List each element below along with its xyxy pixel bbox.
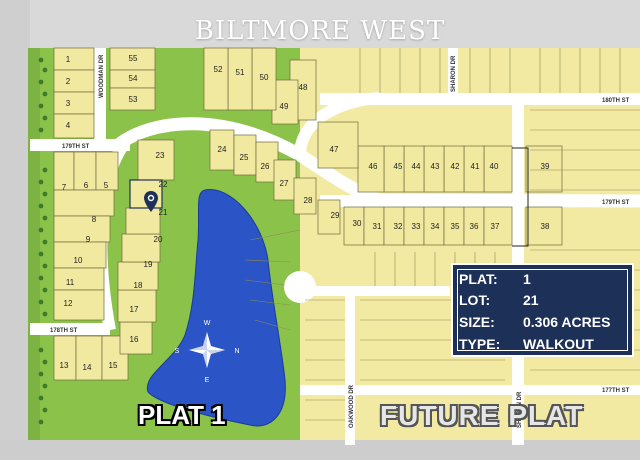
lot-17-label[interactable]: 17 (130, 305, 139, 314)
lot-9-label[interactable]: 9 (86, 235, 91, 244)
lot-2-label[interactable]: 2 (66, 77, 71, 86)
lot-24-label[interactable]: 24 (218, 145, 227, 154)
lot-18-label[interactable]: 18 (134, 281, 143, 290)
lot-1-label[interactable]: 1 (66, 55, 71, 64)
size-key: SIZE: (459, 314, 495, 330)
compass-s: S (175, 348, 180, 355)
lot-29-label[interactable]: 29 (331, 211, 340, 220)
lot-31-label[interactable]: 31 (373, 222, 382, 231)
lot-49-label[interactable]: 49 (280, 102, 289, 111)
lot-48-label[interactable]: 48 (299, 83, 308, 92)
compass-w: W (204, 320, 211, 327)
lot-44-label[interactable]: 44 (412, 162, 421, 171)
compass-n: N (234, 348, 239, 355)
lot-33-label[interactable]: 33 (412, 222, 421, 231)
location-pin-icon[interactable] (143, 190, 159, 214)
lot-21-label[interactable]: 21 (159, 208, 168, 217)
lot-7-label[interactable]: 7 (62, 183, 67, 192)
lot-4-label[interactable]: 4 (66, 121, 71, 130)
lot-5-label[interactable]: 5 (104, 181, 109, 190)
compass-e: E (205, 377, 210, 384)
lot-43-label[interactable]: 43 (431, 162, 440, 171)
lot-3-label[interactable]: 3 (66, 99, 71, 108)
lot-key: LOT: (459, 292, 491, 308)
tree-line (38, 57, 48, 425)
lot-group-a (53, 47, 563, 381)
selected-lot-outline (129, 179, 163, 209)
info-row-size: SIZE: 0.306 ACRES (459, 314, 610, 330)
lot-34-label[interactable]: 34 (431, 222, 440, 231)
info-row-lot: LOT: 21 (459, 292, 539, 308)
plat-1-label: PLAT 1 (138, 400, 226, 430)
lot-51-label[interactable]: 51 (236, 68, 245, 77)
lot-27-label[interactable]: 27 (280, 179, 289, 188)
future-lot-lines (244, 48, 640, 421)
lot-26-label[interactable]: 26 (261, 162, 270, 171)
lot-15-label[interactable]: 15 (109, 361, 118, 370)
lot-12-label[interactable]: 12 (64, 299, 73, 308)
lot-42-label[interactable]: 42 (451, 162, 460, 171)
street-179th-west: 179TH ST (62, 144, 90, 150)
lot-47-label[interactable]: 47 (330, 145, 339, 154)
pond (146, 189, 286, 427)
lot-54-label[interactable]: 54 (129, 74, 138, 83)
lot-36-label[interactable]: 36 (470, 222, 479, 231)
lot-28-label[interactable]: 28 (304, 196, 313, 205)
lot-10-label[interactable]: 10 (74, 256, 83, 265)
lot-info-box: PLAT: 1 LOT: 21 SIZE: 0.306 ACRES TYPE: … (451, 263, 634, 357)
lot-14-label[interactable]: 14 (83, 363, 92, 372)
info-row-type: TYPE: WALKOUT (459, 336, 594, 352)
lot-39-label[interactable]: 39 (541, 162, 550, 171)
lot-22-label[interactable]: 22 (159, 180, 168, 189)
street-woodman: WOODMAN DR (99, 54, 105, 98)
lot-11-label[interactable]: 11 (66, 278, 75, 287)
plat-value: 1 (523, 271, 531, 287)
street-178th-west: 178TH ST (50, 328, 78, 334)
page-title: BILTMORE WEST (194, 16, 446, 46)
street-labels: 179TH ST 178TH ST 180TH ST 179TH ST 177T… (50, 54, 630, 428)
lot-30-label[interactable]: 30 (353, 219, 362, 228)
lot-13-label[interactable]: 13 (60, 361, 69, 370)
lot-20-label[interactable]: 20 (154, 235, 163, 244)
lot-32-label[interactable]: 32 (394, 222, 403, 231)
lot-40-label[interactable]: 40 (490, 162, 499, 171)
street-180th: 180TH ST (602, 98, 630, 104)
lot-45-label[interactable]: 45 (394, 162, 403, 171)
lot-52-label[interactable]: 52 (214, 65, 223, 74)
type-key: TYPE: (459, 336, 501, 352)
lot-35-label[interactable]: 35 (451, 222, 460, 231)
lot-value: 21 (523, 292, 539, 308)
info-box-frame (457, 269, 628, 351)
lot-25-label[interactable]: 25 (240, 153, 249, 162)
lot-37-label[interactable]: 37 (491, 222, 500, 231)
street-179th-east: 179TH ST (602, 200, 630, 206)
info-row-plat: PLAT: 1 (459, 271, 531, 287)
lot-labels: 1 2 3 4 5 6 7 8 9 10 11 12 13 14 15 16 1… (60, 54, 550, 372)
lot-23-label[interactable]: 23 (156, 151, 165, 160)
street-oakwood: OAKWOOD DR (349, 384, 355, 428)
lot-41-label[interactable]: 41 (471, 162, 480, 171)
street-sharon-south: SHARON DR (517, 391, 523, 428)
lot-50-label[interactable]: 50 (260, 73, 269, 82)
lot-8-label[interactable]: 8 (92, 215, 97, 224)
size-value: 0.306 ACRES (523, 314, 611, 330)
street-sharon-north: SHARON DR (451, 55, 457, 92)
type-value: WALKOUT (523, 336, 594, 352)
lot-46-label[interactable]: 46 (369, 162, 378, 171)
future-plat-label: FUTURE PLAT (380, 400, 584, 431)
lot-38-label[interactable]: 38 (541, 222, 550, 231)
lot-19-label[interactable]: 19 (144, 260, 153, 269)
lot-6-label[interactable]: 6 (84, 181, 89, 190)
lot-55-label[interactable]: 55 (129, 54, 138, 63)
plat-key: PLAT: (459, 271, 498, 287)
compass-rose: W E S N (175, 320, 240, 384)
street-177th: 177TH ST (602, 388, 630, 394)
lot-53-label[interactable]: 53 (129, 95, 138, 104)
lot-16-label[interactable]: 16 (130, 335, 139, 344)
